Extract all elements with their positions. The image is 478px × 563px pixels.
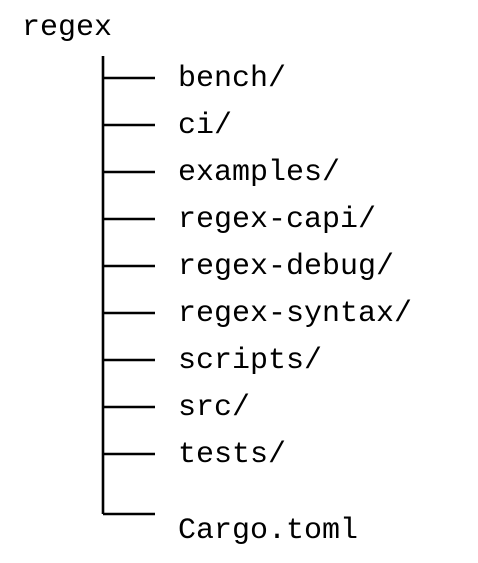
tree-entry: examples/ <box>178 156 341 190</box>
tree-entry: scripts/ <box>178 344 323 378</box>
tree-entry: ci/ <box>178 109 233 143</box>
tree-entry: regex-syntax/ <box>178 297 413 331</box>
tree-lines <box>101 56 155 516</box>
tree-entry: tests/ <box>178 438 287 472</box>
tree-entry: regex-capi/ <box>178 203 377 237</box>
tree-entry: regex-debug/ <box>178 250 395 284</box>
tree-entry: Cargo.toml <box>178 514 359 548</box>
tree-entry: src/ <box>178 391 251 425</box>
tree-root-label: regex <box>22 11 113 45</box>
tree-entry: bench/ <box>178 62 287 96</box>
